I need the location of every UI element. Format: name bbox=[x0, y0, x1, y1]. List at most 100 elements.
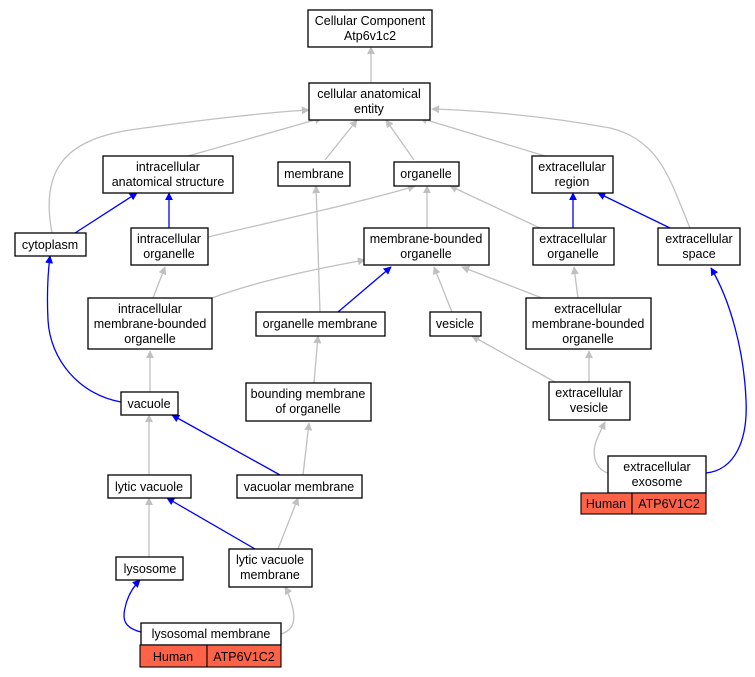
node-label-line: membrane-bounded bbox=[532, 317, 645, 331]
node-label-line: organelle bbox=[562, 332, 613, 346]
node-intracellular-anatomical-structure[interactable]: intracellular anatomical structure bbox=[102, 155, 234, 194]
node-label-line: cytoplasm bbox=[22, 238, 78, 252]
node-label-line: space bbox=[682, 247, 715, 261]
edge-embo-to-extracellular-organelle bbox=[570, 266, 579, 299]
node-label-line: anatomical structure bbox=[112, 175, 225, 189]
edge-ias-to-cae bbox=[187, 116, 323, 157]
node-label-line: organelle membrane bbox=[263, 317, 378, 331]
node-label-line: region bbox=[555, 175, 590, 189]
node-label-line: intracellular bbox=[118, 302, 182, 316]
edge-lysosomal-membrane-to-lytic-vacuole-membrane bbox=[280, 586, 295, 635]
edge-imbo-to-mbo bbox=[211, 257, 366, 299]
edge-lytic-vacuole-membrane-to-vacuolar-membrane bbox=[277, 497, 300, 550]
node-label-line: Atp6v1c2 bbox=[344, 29, 396, 43]
gene-label: ATP6V1C2 bbox=[213, 650, 275, 664]
gene-label: ATP6V1C2 bbox=[638, 497, 700, 511]
node-lysosome[interactable]: lysosome bbox=[115, 556, 184, 581]
edge-embo-to-mbo bbox=[461, 265, 543, 299]
gene-cell bbox=[631, 492, 707, 515]
node-extracellular-organelle[interactable]: extracellular organelle bbox=[532, 227, 615, 266]
node-label-line: extracellular bbox=[555, 386, 622, 400]
edge-organelle-membrane-partof-mbo bbox=[337, 266, 392, 313]
edge-extracellular-space-to-cae bbox=[431, 105, 691, 229]
node-organelle-membrane[interactable]: organelle membrane bbox=[255, 311, 386, 337]
edge-lytic-vacuole-membrane-partof-lytic-vacuole bbox=[166, 497, 256, 550]
edge-membrane-organelle-membrane bbox=[312, 185, 321, 313]
annotation-lysosomal-membrane: Human ATP6V1C2 bbox=[139, 644, 282, 668]
node-label-line: lytic vacuole bbox=[115, 480, 183, 494]
edge-vacuolar-membrane-partof-vacuole bbox=[171, 414, 281, 476]
edge-organelle-to-cae bbox=[385, 119, 415, 161]
node-label-line: lytic vacuole bbox=[236, 553, 304, 567]
edge-extracellular-vesicle-to-vesicle bbox=[471, 335, 556, 383]
node-label-line: intracellular bbox=[136, 160, 200, 174]
node-vesicle[interactable]: vesicle bbox=[429, 311, 482, 337]
edge-vesicle-to-mbo bbox=[432, 266, 453, 313]
node-label-line: Cellular Component bbox=[315, 14, 426, 28]
edge-imbo-to-intracellular-organelle bbox=[152, 266, 167, 299]
node-cellular-component-root[interactable]: Cellular Component Atp6v1c2 bbox=[307, 9, 433, 48]
node-cytoplasm[interactable]: cytoplasm bbox=[14, 232, 87, 257]
edge-bounding-membrane-to-organelle-membrane bbox=[313, 335, 322, 384]
edge-extracellular-region-to-cae bbox=[419, 116, 546, 157]
node-extracellular-exosome[interactable]: extracellular exosome bbox=[607, 455, 707, 494]
node-label-line: membrane bbox=[240, 568, 300, 582]
node-label-line: extracellular bbox=[539, 232, 606, 246]
node-vacuolar-membrane[interactable]: vacuolar membrane bbox=[236, 474, 363, 499]
node-vacuole[interactable]: vacuole bbox=[120, 391, 179, 416]
annotation-extracellular-exosome: Human ATP6V1C2 bbox=[580, 492, 707, 515]
node-label-line: membrane-bounded bbox=[94, 317, 207, 331]
node-intracellular-membrane-bounded-organelle[interactable]: intracellular membrane-bounded organelle bbox=[87, 297, 213, 350]
node-intracellular-organelle[interactable]: intracellular organelle bbox=[130, 227, 209, 266]
node-label-line: lysosome bbox=[124, 562, 177, 576]
node-lytic-vacuole-membrane[interactable]: lytic vacuole membrane bbox=[228, 548, 313, 588]
node-label-line: extracellular bbox=[665, 232, 732, 246]
node-label-line: membrane-bounded bbox=[370, 232, 483, 246]
gene-cell bbox=[206, 644, 282, 668]
node-label-line: organelle bbox=[143, 247, 194, 261]
node-membrane-bounded-organelle[interactable]: membrane-bounded organelle bbox=[363, 227, 490, 266]
node-extracellular-vesicle[interactable]: extracellular vesicle bbox=[548, 381, 631, 421]
edge-cytoplasm-to-cae bbox=[48, 106, 310, 234]
node-label-line: of organelle bbox=[275, 402, 340, 416]
node-lytic-vacuole[interactable]: lytic vacuole bbox=[107, 474, 192, 499]
edge-vacuole-partof-cytoplasm bbox=[45, 255, 122, 403]
node-extracellular-region[interactable]: extracellular region bbox=[531, 155, 614, 194]
node-label-line: entity bbox=[354, 102, 385, 116]
node-label-line: extracellular bbox=[538, 160, 605, 174]
node-cellular-anatomical-entity[interactable]: cellular anatomical entity bbox=[308, 82, 431, 121]
edge-exosome-to-extracellular-vesicle bbox=[593, 421, 609, 474]
edge-extracellular-organelle-to-organelle bbox=[449, 185, 541, 229]
node-label-line: vesicle bbox=[436, 317, 474, 331]
species-label: Human bbox=[153, 650, 193, 664]
edge-membrane-to-cae bbox=[324, 119, 358, 161]
node-label-line: intracellular bbox=[137, 232, 201, 246]
edge-intracellular-organelle-to-organelle bbox=[207, 184, 416, 238]
node-lysosomal-membrane[interactable]: lysosomal membrane bbox=[140, 622, 282, 646]
edge-extracellular-space-partof-region bbox=[597, 192, 671, 229]
edge-cytoplasm-partof-ias bbox=[74, 192, 138, 234]
node-label-line: lysosomal membrane bbox=[152, 627, 271, 641]
node-label-line: organelle bbox=[547, 247, 598, 261]
node-label-line: exosome bbox=[632, 475, 683, 489]
edge-lysosomal-membrane-partof-lysosome bbox=[123, 579, 142, 633]
node-extracellular-membrane-bounded-organelle[interactable]: extracellular membrane-bounded organelle bbox=[525, 297, 652, 350]
node-bounding-membrane-of-organelle[interactable]: bounding membrane of organelle bbox=[245, 382, 372, 422]
node-extracellular-space[interactable]: extracellular space bbox=[657, 227, 741, 266]
node-label-line: extracellular bbox=[554, 302, 621, 316]
edge-vacuolar-membrane-to-bounding-membrane bbox=[302, 422, 313, 476]
node-label-line: organelle bbox=[124, 332, 175, 346]
node-membrane[interactable]: membrane bbox=[277, 161, 351, 187]
node-label-line: vacuolar membrane bbox=[244, 480, 355, 494]
node-label-line: bounding membrane bbox=[251, 387, 366, 401]
node-label-line: extracellular bbox=[623, 460, 690, 474]
node-label-line: organelle bbox=[400, 247, 451, 261]
node-organelle[interactable]: organelle bbox=[393, 161, 460, 187]
annotation-tags: Human ATP6V1C2 Human ATP6V1C2 bbox=[139, 492, 707, 668]
node-label-line: membrane bbox=[284, 167, 344, 181]
edge-exosome-partof-extracellular-space bbox=[705, 267, 747, 474]
node-label-line: vacuole bbox=[127, 397, 170, 411]
edges bbox=[45, 46, 747, 635]
node-label-line: organelle bbox=[400, 167, 451, 181]
